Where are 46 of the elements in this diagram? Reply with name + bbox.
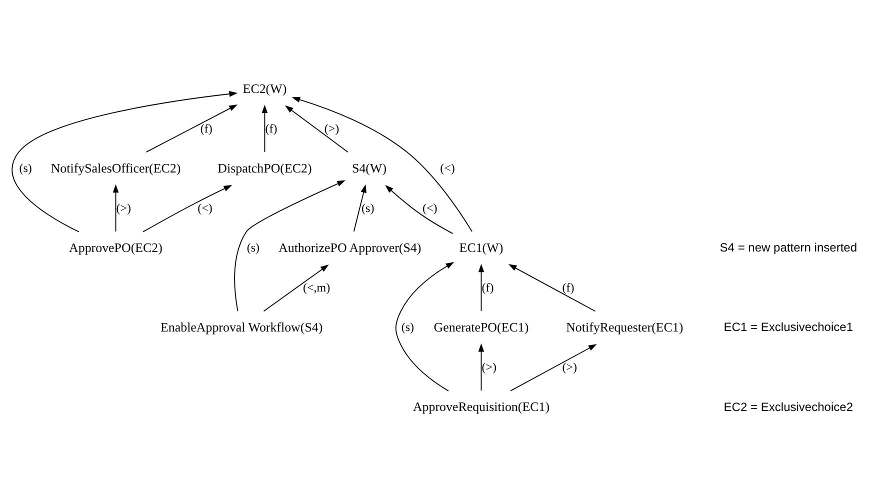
arrow (284, 105, 348, 153)
edge-label: (f) (200, 121, 212, 136)
arrow (353, 184, 366, 232)
node-text: EC1(W) (459, 240, 504, 255)
label: EC1 = Exclusivechoice1 (724, 320, 854, 334)
edge-label: (<) (198, 200, 212, 215)
arrow (510, 344, 597, 392)
node-text: EC2(W) (242, 80, 287, 96)
label: S4 = new pattern inserted (720, 240, 858, 255)
edge-label: (f) (265, 121, 278, 136)
arrow (262, 104, 268, 152)
arrow (234, 180, 346, 312)
edge-label: (s) (246, 240, 260, 255)
node-text: AuthorizePO Approver(S4) (278, 240, 422, 255)
arrow (112, 184, 119, 232)
arrow (385, 184, 454, 234)
node-text: DispatchPO(EC2) (218, 160, 312, 176)
edge-label: (<,m) (302, 280, 330, 294)
arrow (263, 264, 329, 312)
arrow (478, 264, 484, 312)
arrow (395, 262, 454, 392)
arrow (142, 184, 232, 232)
edge-label: (>) (116, 200, 132, 215)
arrow (508, 264, 596, 312)
arrow (478, 343, 484, 392)
edge-label: (>) (324, 121, 340, 136)
edge-label: (s) (362, 200, 374, 215)
edge-label: (f) (482, 280, 494, 294)
edge-label: (>) (482, 360, 496, 374)
arrow (146, 104, 238, 153)
node-text: NotifyRequester(EC1) (566, 319, 684, 334)
edge-label: (s) (19, 161, 32, 176)
node-text: S4(W) (352, 160, 387, 176)
label: EC2 = Exclusivechoice2 (724, 400, 854, 414)
edge-label: (>) (562, 360, 577, 374)
node-text: ApproveRequisition(EC1) (412, 399, 550, 414)
edge-label: (<) (440, 161, 455, 176)
node-text: ApprovePO(EC2) (69, 240, 162, 255)
node-text: EnableApproval Workflow(S4) (160, 319, 323, 334)
edge-label: (s) (401, 320, 414, 334)
edge-label: (<) (422, 200, 438, 215)
node-text: NotifySalesOfficer(EC2) (50, 160, 181, 176)
edge-label: (f) (562, 280, 574, 294)
node-text: GeneratePO(EC1) (434, 319, 529, 334)
arrow (12, 91, 238, 232)
arrow (292, 96, 472, 232)
